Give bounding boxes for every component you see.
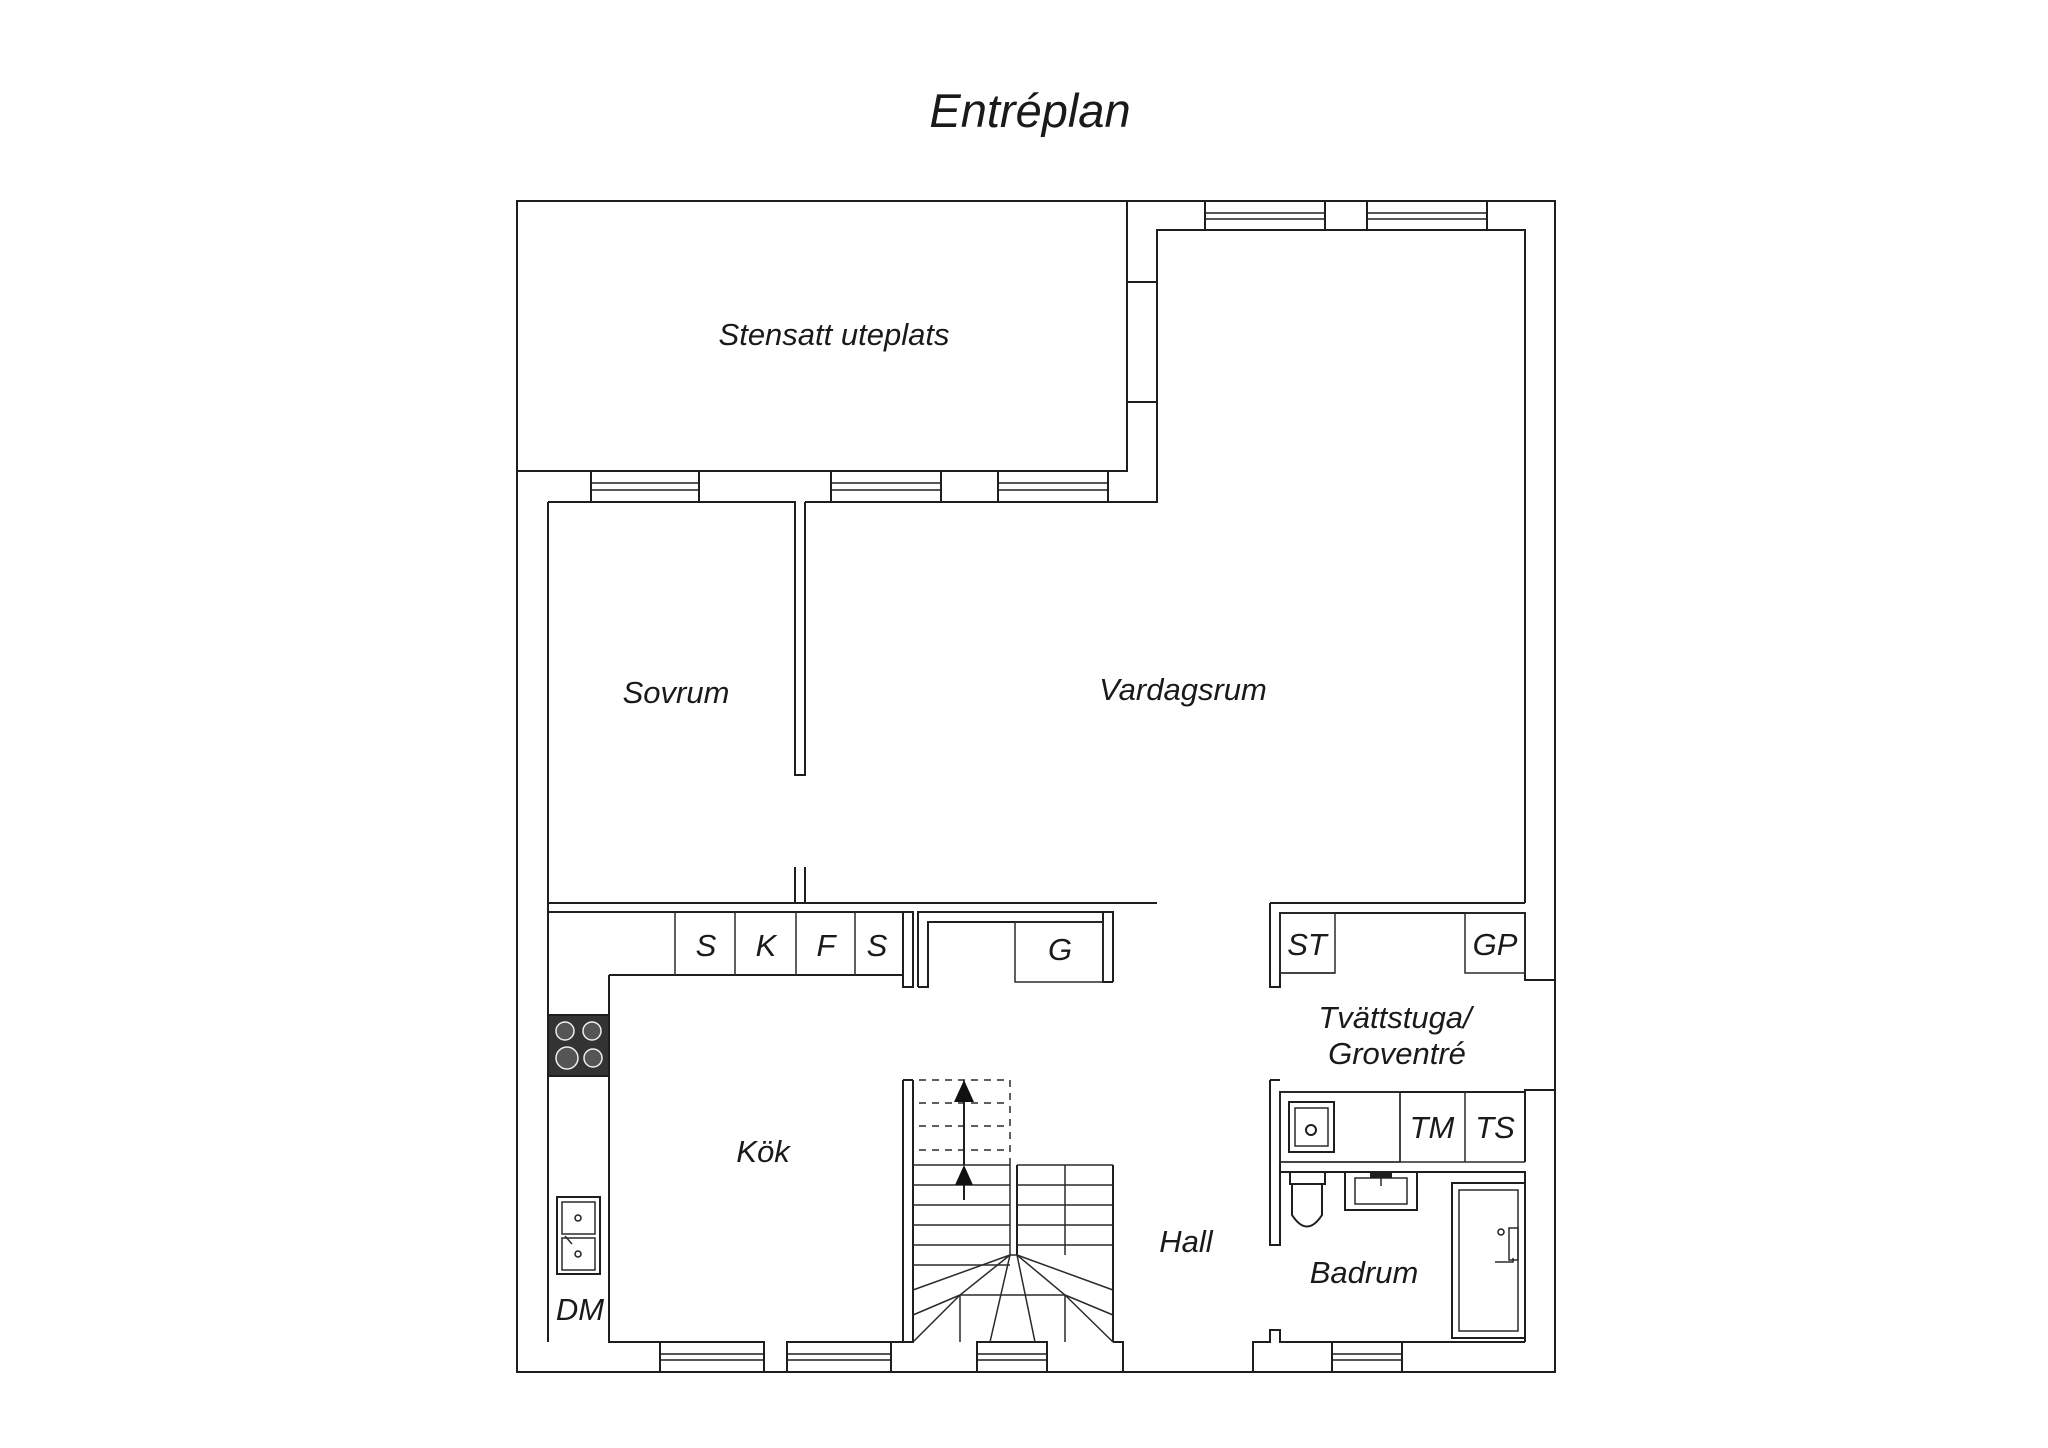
room-label-kitchen: Kök [736,1134,791,1169]
double-sink-icon [556,1196,601,1275]
cabinet-label-f: F [817,928,838,963]
cabinet-label-s2: S [867,928,888,963]
laundry-label-tm: TM [1410,1110,1455,1145]
bathroom [1280,1171,1526,1342]
room-label-bedroom: Sovrum [623,675,730,710]
cabinet-label-k: K [756,928,778,963]
stair-arrow-icon [954,1080,974,1120]
room-label-hall: Hall [1159,1224,1214,1259]
toilet-icon [1289,1171,1326,1228]
laundry [1269,903,1555,1246]
washbasin-icon [1288,1101,1335,1153]
laundry-label-ts: TS [1475,1110,1515,1145]
cabinet-label-s: S [696,928,717,963]
window-icon [976,1341,1048,1373]
window-icon [590,470,700,503]
plan-title: Entréplan [929,84,1130,137]
stair-arrow-icon [955,1120,973,1200]
room-label-living: Vardagsrum [1099,672,1267,707]
window-icon [1331,1341,1403,1373]
shower-icon [1451,1182,1526,1339]
room-label-laundry-2: Groventré [1328,1036,1466,1071]
washbasin-icon [1344,1171,1418,1211]
laundry-label-st: ST [1287,927,1329,962]
stove-icon [547,1014,610,1077]
window-icon [1366,200,1488,231]
hall-cabinet [917,911,1114,988]
cabinet-label-g: G [1048,932,1072,967]
dishwasher-label: DM [556,1292,604,1327]
window-icon [997,470,1109,503]
windows [590,200,1488,1373]
stairs [903,1079,1114,1343]
window-icon [659,1341,765,1373]
window-icon [830,470,942,503]
laundry-label-gp: GP [1473,927,1518,962]
window-icon [786,1341,892,1373]
room-label-patio: Stensatt uteplats [719,317,950,352]
window-icon [1204,200,1326,231]
room-label-bathroom: Badrum [1310,1255,1419,1290]
room-label-laundry-1: Tvättstuga/ [1318,1000,1475,1035]
kitchen [547,911,914,1343]
